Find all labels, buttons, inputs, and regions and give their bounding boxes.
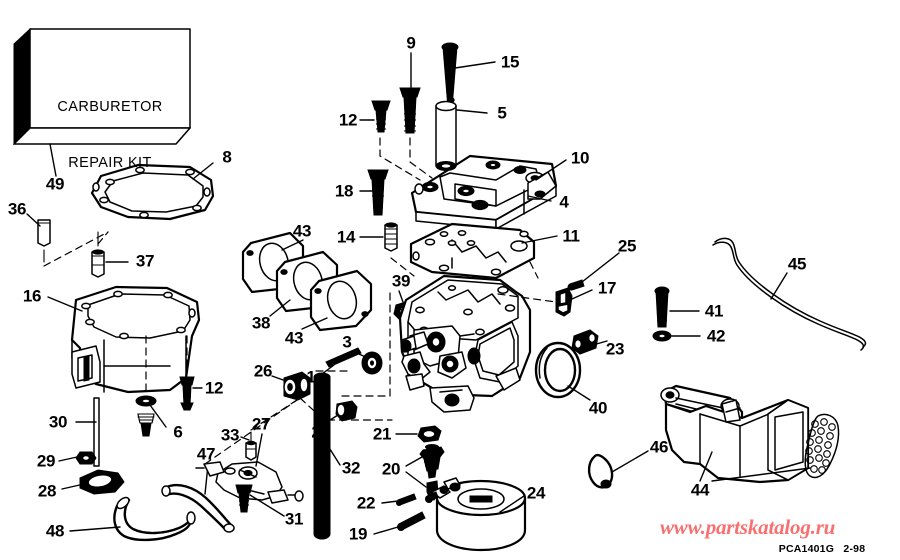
screw-18-graphic <box>367 169 389 216</box>
callout-29: 29 <box>36 451 56 471</box>
callout-22: 22 <box>356 493 376 513</box>
bushing-37-graphic <box>91 249 105 278</box>
screw-15-graphic <box>441 42 459 109</box>
lever-27-graphic <box>195 461 304 504</box>
callout-4: 4 <box>559 192 569 212</box>
callout-31: 31 <box>284 509 304 529</box>
site-watermark: www.partskatalog.ru <box>660 515 836 539</box>
rod-45-graphic <box>712 237 867 351</box>
screw-6b-graphic <box>137 413 155 437</box>
callout-21: 21 <box>372 424 392 444</box>
clip-17-graphic <box>555 287 573 317</box>
hose-47-graphic <box>161 483 235 533</box>
spacer-43b-graphic <box>309 269 373 332</box>
callout-30: 30 <box>48 412 68 432</box>
callout-25: 25 <box>617 236 637 256</box>
callout-27: 27 <box>251 414 271 434</box>
callout-43: 43 <box>292 221 312 241</box>
screw-12-top-graphic <box>371 100 391 133</box>
washer-42-graphic <box>652 330 672 342</box>
callout-15: 15 <box>500 52 520 72</box>
repair-kit-box-graphic <box>12 27 192 146</box>
bushing-23-graphic <box>571 329 599 355</box>
callout-12: 12 <box>338 110 358 130</box>
callout-37: 37 <box>135 251 155 271</box>
callout-16: 16 <box>22 286 42 306</box>
nut-29-graphic <box>75 451 97 465</box>
gasket-8-graphic <box>90 163 215 221</box>
bushing-33-graphic <box>245 440 257 461</box>
float-bowl-16-graphic <box>70 285 201 394</box>
repair-kit-label: CARBURETOR REPAIR KIT <box>32 60 188 211</box>
callout-10: 10 <box>570 148 590 168</box>
callout-11: 11 <box>562 226 580 246</box>
bolt-32-graphic <box>313 372 331 540</box>
callout-18: 18 <box>334 181 354 201</box>
nut-21-graphic <box>417 425 442 443</box>
repair-kit-line2: REPAIR KIT <box>68 155 152 172</box>
callout-43: 43 <box>284 328 304 348</box>
hose-48-graphic <box>113 496 196 542</box>
screw-31-graphic <box>235 484 253 513</box>
pump-gasket-11-graphic <box>409 222 536 280</box>
callout-1: 1 <box>306 367 316 387</box>
callout-33: 33 <box>220 425 240 445</box>
callout-46: 46 <box>649 437 669 457</box>
callout-3: 3 <box>342 332 352 352</box>
callout-8: 8 <box>222 147 232 167</box>
carburetor-body-graphic <box>398 274 532 413</box>
callout-36: 36 <box>7 199 27 219</box>
screw-9-graphic <box>399 87 421 134</box>
callout-17: 17 <box>597 278 617 298</box>
callout-38: 38 <box>251 313 271 333</box>
callout-24: 24 <box>526 483 546 503</box>
oring-40-graphic <box>534 341 582 399</box>
fuel-pump-body-graphic <box>410 100 558 230</box>
spring-14-graphic <box>384 222 398 252</box>
screw-41-graphic <box>654 286 670 328</box>
callout-49: 49 <box>45 174 65 194</box>
callout-47: 47 <box>196 444 216 464</box>
seal-28-graphic <box>79 469 125 495</box>
callout-44: 44 <box>690 480 710 500</box>
washer-6-graphic <box>135 395 157 407</box>
drawing-number-footer: PCA1401G 2-98 <box>778 543 866 555</box>
callout-12: 12 <box>204 378 224 398</box>
bushing-2-graphic <box>335 400 358 422</box>
callout-45: 45 <box>787 254 807 274</box>
callout-41: 41 <box>704 301 724 321</box>
callout-19: 19 <box>348 524 368 544</box>
screw-12-left-graphic <box>179 376 195 411</box>
callout-28: 28 <box>37 481 57 501</box>
shaft-1-graphic <box>325 347 362 368</box>
bushing-36-graphic <box>37 219 51 247</box>
pin-30-graphic <box>93 397 100 467</box>
callout-6: 6 <box>173 422 183 442</box>
intake-silencer-44-graphic <box>660 384 840 484</box>
callout-26: 26 <box>253 361 273 381</box>
callout-2: 2 <box>311 422 321 442</box>
callout-9: 9 <box>406 33 416 53</box>
callout-32: 32 <box>341 458 361 478</box>
pin-19-graphic <box>397 511 426 531</box>
callout-20: 20 <box>381 459 401 479</box>
callout-42: 42 <box>706 326 726 346</box>
needle-valve-20-graphic <box>419 444 445 479</box>
washer-3-graphic <box>361 351 383 375</box>
callout-48: 48 <box>45 521 65 541</box>
callout-39: 39 <box>391 271 411 291</box>
oring-46-graphic <box>587 453 614 489</box>
pin-25-graphic <box>567 279 585 291</box>
repair-kit-line1: CARBURETOR <box>57 98 163 115</box>
bushing-26-graphic <box>283 371 311 401</box>
coil-24-graphic <box>425 477 527 552</box>
pin-22-graphic <box>396 493 417 506</box>
callout-14: 14 <box>336 227 356 247</box>
callout-23: 23 <box>605 339 625 359</box>
callout-40: 40 <box>588 398 608 418</box>
callout-5: 5 <box>497 103 507 123</box>
